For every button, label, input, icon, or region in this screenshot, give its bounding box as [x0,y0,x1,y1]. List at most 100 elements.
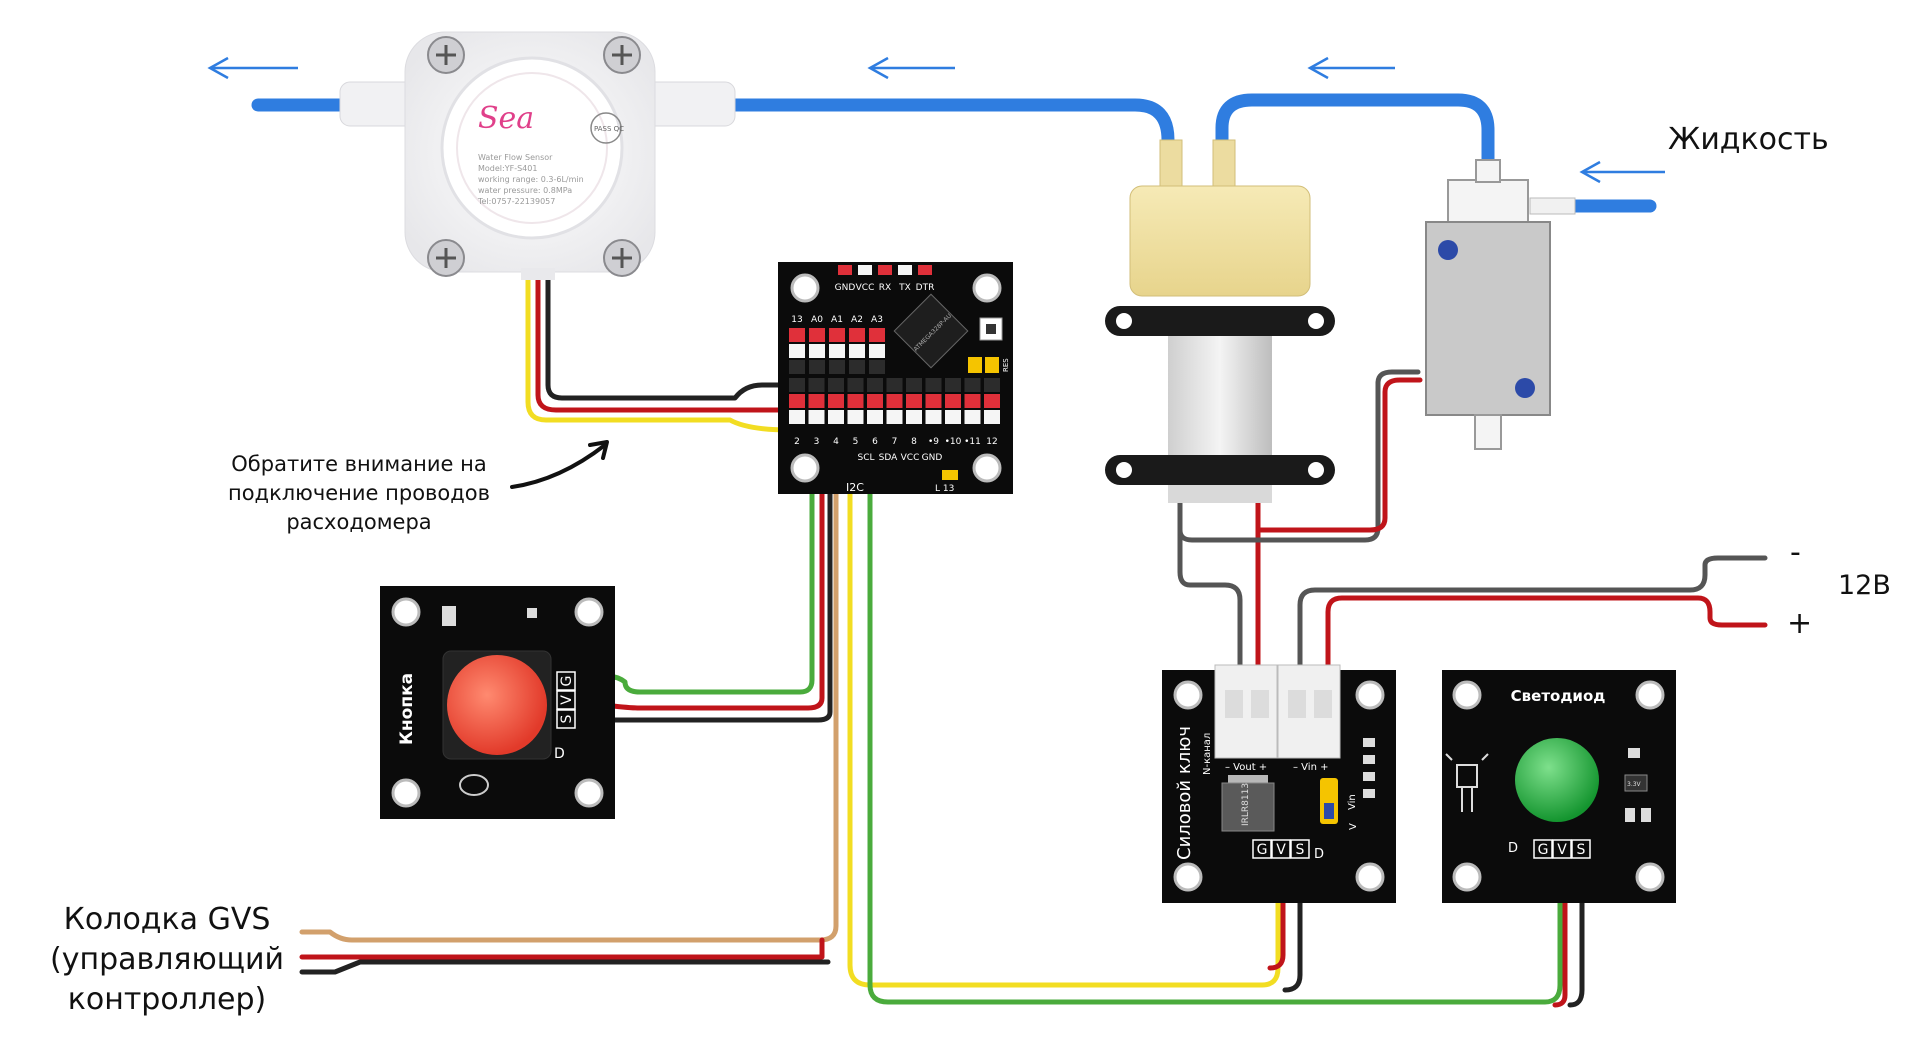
wire-button-power [602,415,825,711]
analog-pin-white [849,344,865,358]
analog-pin-black [869,360,885,374]
reset-cap [986,324,996,334]
chip-icon [893,293,969,369]
mount-hole [1173,680,1203,710]
wire-pump-plus [1255,377,1423,533]
digital-pin-label: 6 [872,437,878,447]
top-pin-label: VCC [856,283,875,293]
sensor-brand: Sea [478,101,534,136]
digital-pin-red [808,394,825,408]
digital-pin-white [828,410,844,424]
analog-pin-label: A0 [811,315,823,325]
gvs-pin-label: G [1257,842,1268,858]
gvs-pin-label: V [1557,842,1567,858]
wire-vin-plus [1325,595,1768,668]
sensor-text-line: Tel:0757-22139057 [477,197,555,206]
led-side: D [1508,841,1518,856]
sensor-wire-boot [521,268,555,280]
sensor-nozzle-right [644,81,736,127]
sensor-pass-badge [590,112,622,144]
pump-bracket-hole [1116,313,1132,329]
gvs-pin-box [1533,839,1553,859]
top-header [838,265,932,275]
digital-pin-black [964,378,981,392]
valve [1425,159,1576,450]
led-title: Светодиод [1511,687,1606,705]
bottom-pin-label: VCC [901,453,920,463]
valve-nozzle-bottom [1474,414,1502,450]
gvs-pin-label: G [559,676,575,687]
pump-base [1168,485,1272,503]
digital-pin-black [867,378,883,392]
wire-sensor-red [535,272,793,413]
button-cap[interactable] [447,655,547,755]
wire-sensor-black [545,272,793,401]
gvs-pin-box [1271,839,1291,859]
header-pin [858,265,872,275]
mosfet-tab [1228,775,1268,785]
liquid-label: Жидкость [1668,122,1829,157]
sensor-screws [427,36,641,277]
digital-pin-label: 12 [986,437,997,447]
button-smd [527,608,537,618]
mount-hole [1635,862,1665,892]
digital-pin-white [925,410,942,424]
wire-led-power [1552,875,1568,1008]
yellow-jumper [985,357,999,373]
mount-hole [574,597,604,627]
mount-hole [790,273,820,303]
digital-pin-white [964,410,981,424]
gvs-pin-label: V [559,695,575,705]
sensor-text-line: Model:YF-S401 [478,164,537,173]
digital-pin-red [964,394,981,408]
digital-pin-red [789,394,805,408]
pump-bracket-top [1105,306,1335,336]
digital-pin-red [925,394,942,408]
digital-pin-label: 4 [833,437,839,447]
gvs-pin-box [556,671,576,691]
key-v-small: V [1348,823,1359,830]
digital-pin-red [828,394,844,408]
terminal-slot [1251,690,1269,718]
pump-bracket-hole [1116,462,1132,478]
key-vout-label: – Vout + [1225,762,1267,773]
analog-pin-red [829,328,845,342]
analog-pin-white [809,344,825,358]
sensor-text-line: Water Flow Sensor [478,153,553,162]
key-smd [1363,738,1375,747]
bottom-pin-label: SCL [857,453,874,463]
sensor-face [440,56,624,240]
digital-pin-label: 7 [892,437,898,447]
digital-pin-red [906,394,922,408]
digital-pin-black [886,378,903,392]
wire-pump-minus [1177,369,1421,543]
annotation-arrow [510,443,607,489]
gvs-pin-box [1290,839,1310,859]
analog-header [789,328,885,374]
led-chip-label: 3.3V [1627,781,1642,788]
digital-pin-label: •9 [928,437,939,447]
key-vin-label: – Vin + [1293,762,1328,773]
led-lens [1515,738,1599,822]
digital-pin-red [867,394,883,408]
header-pin [838,265,852,275]
flow-arrow [1307,56,1395,80]
mount-hole [972,273,1002,303]
mount-hole [391,597,421,627]
key-smd [1363,772,1375,781]
digital-pin-white [906,410,922,424]
key-subtitle: N-канал [1202,733,1213,775]
key-side: D [1314,847,1324,862]
digital-pin-black [906,378,922,392]
gvs-pin-label: V [1276,842,1286,858]
supply-plus-label: + [1787,606,1813,641]
screw-icon [603,36,641,74]
analog-pin-label: 13 [791,315,802,325]
digital-pin-white [789,410,805,424]
analog-pin-white [829,344,845,358]
key-jumper-cap [1324,803,1334,819]
